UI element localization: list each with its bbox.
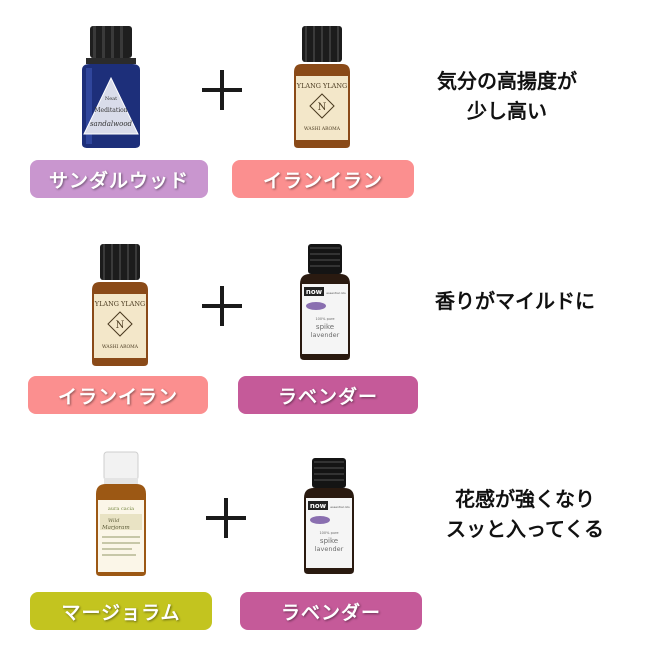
label-ylang-ylang: イランイラン bbox=[28, 376, 208, 414]
caption-line: 少し高い bbox=[467, 99, 547, 123]
svg-text:now: now bbox=[310, 502, 327, 510]
svg-text:essential oils: essential oils bbox=[326, 291, 346, 295]
svg-text:Marjoram: Marjoram bbox=[101, 525, 130, 531]
caption-line: スッと入ってくる bbox=[446, 517, 604, 541]
spike-lavender-bottle-image: now essential oils 100% pure spike laven… bbox=[300, 244, 350, 360]
caption-line: 香りがマイルドに bbox=[435, 289, 595, 313]
caption-line: 花感が強くなり bbox=[455, 487, 595, 511]
svg-text:100% pure: 100% pure bbox=[315, 317, 334, 321]
ylang-ylang-bottle-image: YLANG YLANG N WASHI AROMA bbox=[92, 244, 148, 366]
marjoram-bottle-image: aura cacia Wild Marjoram bbox=[96, 451, 146, 576]
svg-text:YLANG YLANG: YLANG YLANG bbox=[296, 82, 347, 90]
svg-text:essential oils: essential oils bbox=[330, 505, 350, 509]
label-ylang-ylang: イランイラン bbox=[232, 160, 414, 198]
sandalwood-bottle-text: Neat bbox=[105, 96, 117, 102]
label-marjoram: マージョラム bbox=[30, 592, 212, 630]
label-lavender: ラベンダー bbox=[238, 376, 418, 414]
svg-text:now: now bbox=[306, 288, 323, 296]
spike-lavender-bottle-image: now essential oils 100% pure spike laven… bbox=[304, 458, 354, 574]
svg-text:WASHI AROMA: WASHI AROMA bbox=[304, 126, 341, 132]
caption-line: 気分の高揚度が bbox=[437, 69, 577, 93]
plus-icon bbox=[202, 286, 242, 326]
svg-text:lavender: lavender bbox=[315, 545, 344, 553]
label-lavender: ラベンダー bbox=[240, 592, 422, 630]
svg-text:spike: spike bbox=[316, 323, 334, 331]
svg-text:aura cacia: aura cacia bbox=[108, 506, 134, 512]
svg-text:spike: spike bbox=[320, 537, 338, 545]
svg-text:YLANG YLANG: YLANG YLANG bbox=[94, 300, 145, 308]
label-sandalwood: サンダルウッド bbox=[30, 160, 208, 198]
svg-text:WASHI AROMA: WASHI AROMA bbox=[102, 344, 139, 350]
svg-text:Wild: Wild bbox=[108, 518, 119, 524]
svg-text:sandalwood: sandalwood bbox=[90, 120, 133, 128]
caption-row-1: 気分の高揚度が 少し高い bbox=[392, 66, 622, 126]
sandalwood-bottle-image: Neat Meditation sandalwood bbox=[82, 26, 140, 148]
svg-text:N: N bbox=[318, 102, 327, 113]
ylang-ylang-bottle-image: YLANG YLANG N WASHI AROMA bbox=[294, 26, 350, 148]
caption-row-2: 香りがマイルドに bbox=[392, 286, 638, 316]
plus-icon bbox=[202, 70, 242, 110]
svg-text:N: N bbox=[116, 320, 125, 331]
plus-icon bbox=[206, 498, 246, 538]
svg-text:Meditation: Meditation bbox=[94, 107, 127, 114]
svg-text:lavender: lavender bbox=[311, 331, 340, 339]
svg-text:100% pure: 100% pure bbox=[319, 531, 338, 535]
caption-row-3: 花感が強くなり スッと入ってくる bbox=[410, 484, 640, 544]
